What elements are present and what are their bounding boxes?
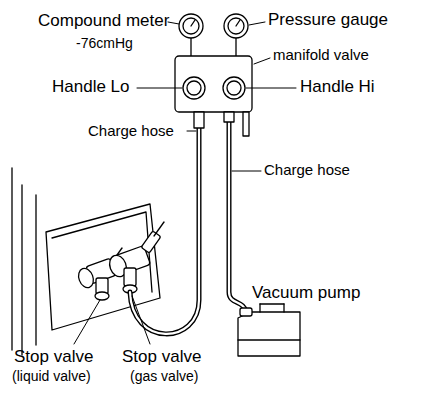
part-note: (gas valve) <box>130 369 198 384</box>
part-label: Vacuum pump <box>252 284 360 303</box>
part-label: Stop valve <box>14 348 93 367</box>
part-label: Handle Lo <box>52 78 130 97</box>
part-label: Stop valve <box>122 348 201 367</box>
part-label: manifold valve <box>273 47 369 64</box>
outdoor-unit <box>12 168 160 355</box>
part-note: (liquid valve) <box>12 369 91 384</box>
part-label: Pressure gauge <box>268 11 388 30</box>
reading-label: -76cmHg <box>76 36 133 51</box>
part-label: Handle Hi <box>300 78 375 97</box>
vacuum-pump <box>238 304 300 356</box>
manifold-valve <box>175 14 252 136</box>
part-label: Compound meter <box>38 12 169 31</box>
charge-hose-hi <box>229 122 246 312</box>
part-label: Charge hose <box>88 123 174 140</box>
part-label: Charge hose <box>264 162 350 179</box>
charge-hose-lo <box>130 128 199 334</box>
stop-valve-gas <box>107 222 164 293</box>
